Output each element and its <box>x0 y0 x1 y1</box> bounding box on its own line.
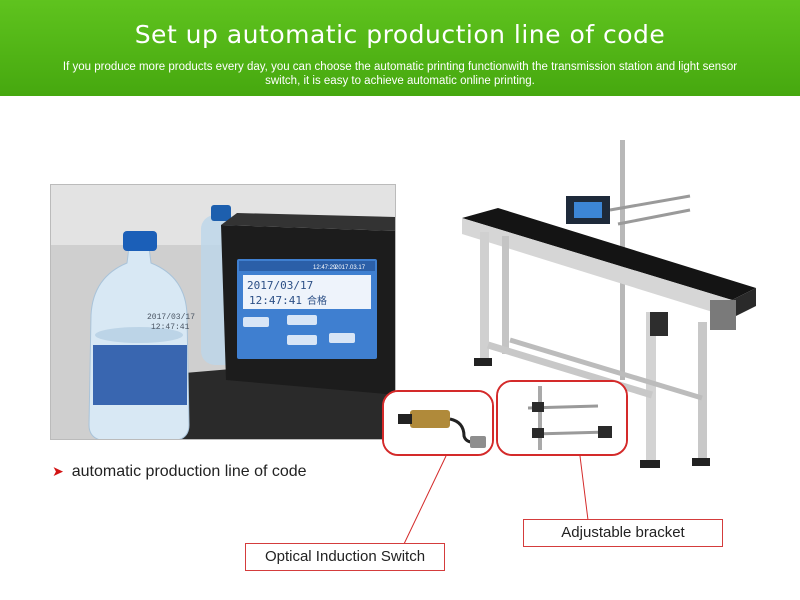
page-title: Set up automatic production line of code <box>134 20 666 49</box>
control-box <box>650 312 668 336</box>
screen-time: 12:47:41 <box>249 294 302 307</box>
caption-text: automatic production line of code <box>71 463 307 480</box>
screen-button <box>287 335 317 345</box>
arrow-right-icon: ➤ <box>52 463 64 479</box>
screen-status-time: 12:47:29 <box>313 265 337 271</box>
conveyor-illustration <box>462 140 756 468</box>
bracket-illustration <box>498 382 626 454</box>
screen-button <box>329 333 355 343</box>
header-banner: Set up automatic production line of code… <box>0 0 800 96</box>
caption: ➤ automatic production line of code <box>52 463 307 481</box>
screen-date: 2017/03/17 <box>247 279 313 292</box>
conveyor-machine-photo <box>440 140 800 490</box>
screen-pass-text: 合格 <box>307 294 327 307</box>
screen-button <box>287 315 317 325</box>
bottle-printer-illustration: 2017/03/17 12:47:41 12:47:29 2017.03.17 … <box>51 185 395 439</box>
optical-switch-zoom <box>382 390 494 456</box>
page-subtitle: If you produce more products every day, … <box>62 61 738 87</box>
conveyor-belt <box>462 208 756 300</box>
bottle-print-date: 2017/03/17 <box>147 313 195 322</box>
bottle-cap <box>123 231 157 251</box>
bracket-label: Adjustable bracket <box>523 519 723 547</box>
switch-label: Optical Induction Switch <box>245 543 445 571</box>
motor <box>710 300 736 330</box>
bottle-label <box>93 345 187 405</box>
sensor-body <box>410 410 450 428</box>
screen-button <box>243 317 269 327</box>
screen-status-date: 2017.03.17 <box>335 265 366 271</box>
bottle-print-time: 12:47:41 <box>151 323 190 332</box>
adjustable-bracket-zoom <box>496 380 628 456</box>
product-photo: 2017/03/17 12:47:41 12:47:29 2017.03.17 … <box>50 184 396 440</box>
optical-switch-illustration <box>384 392 492 454</box>
